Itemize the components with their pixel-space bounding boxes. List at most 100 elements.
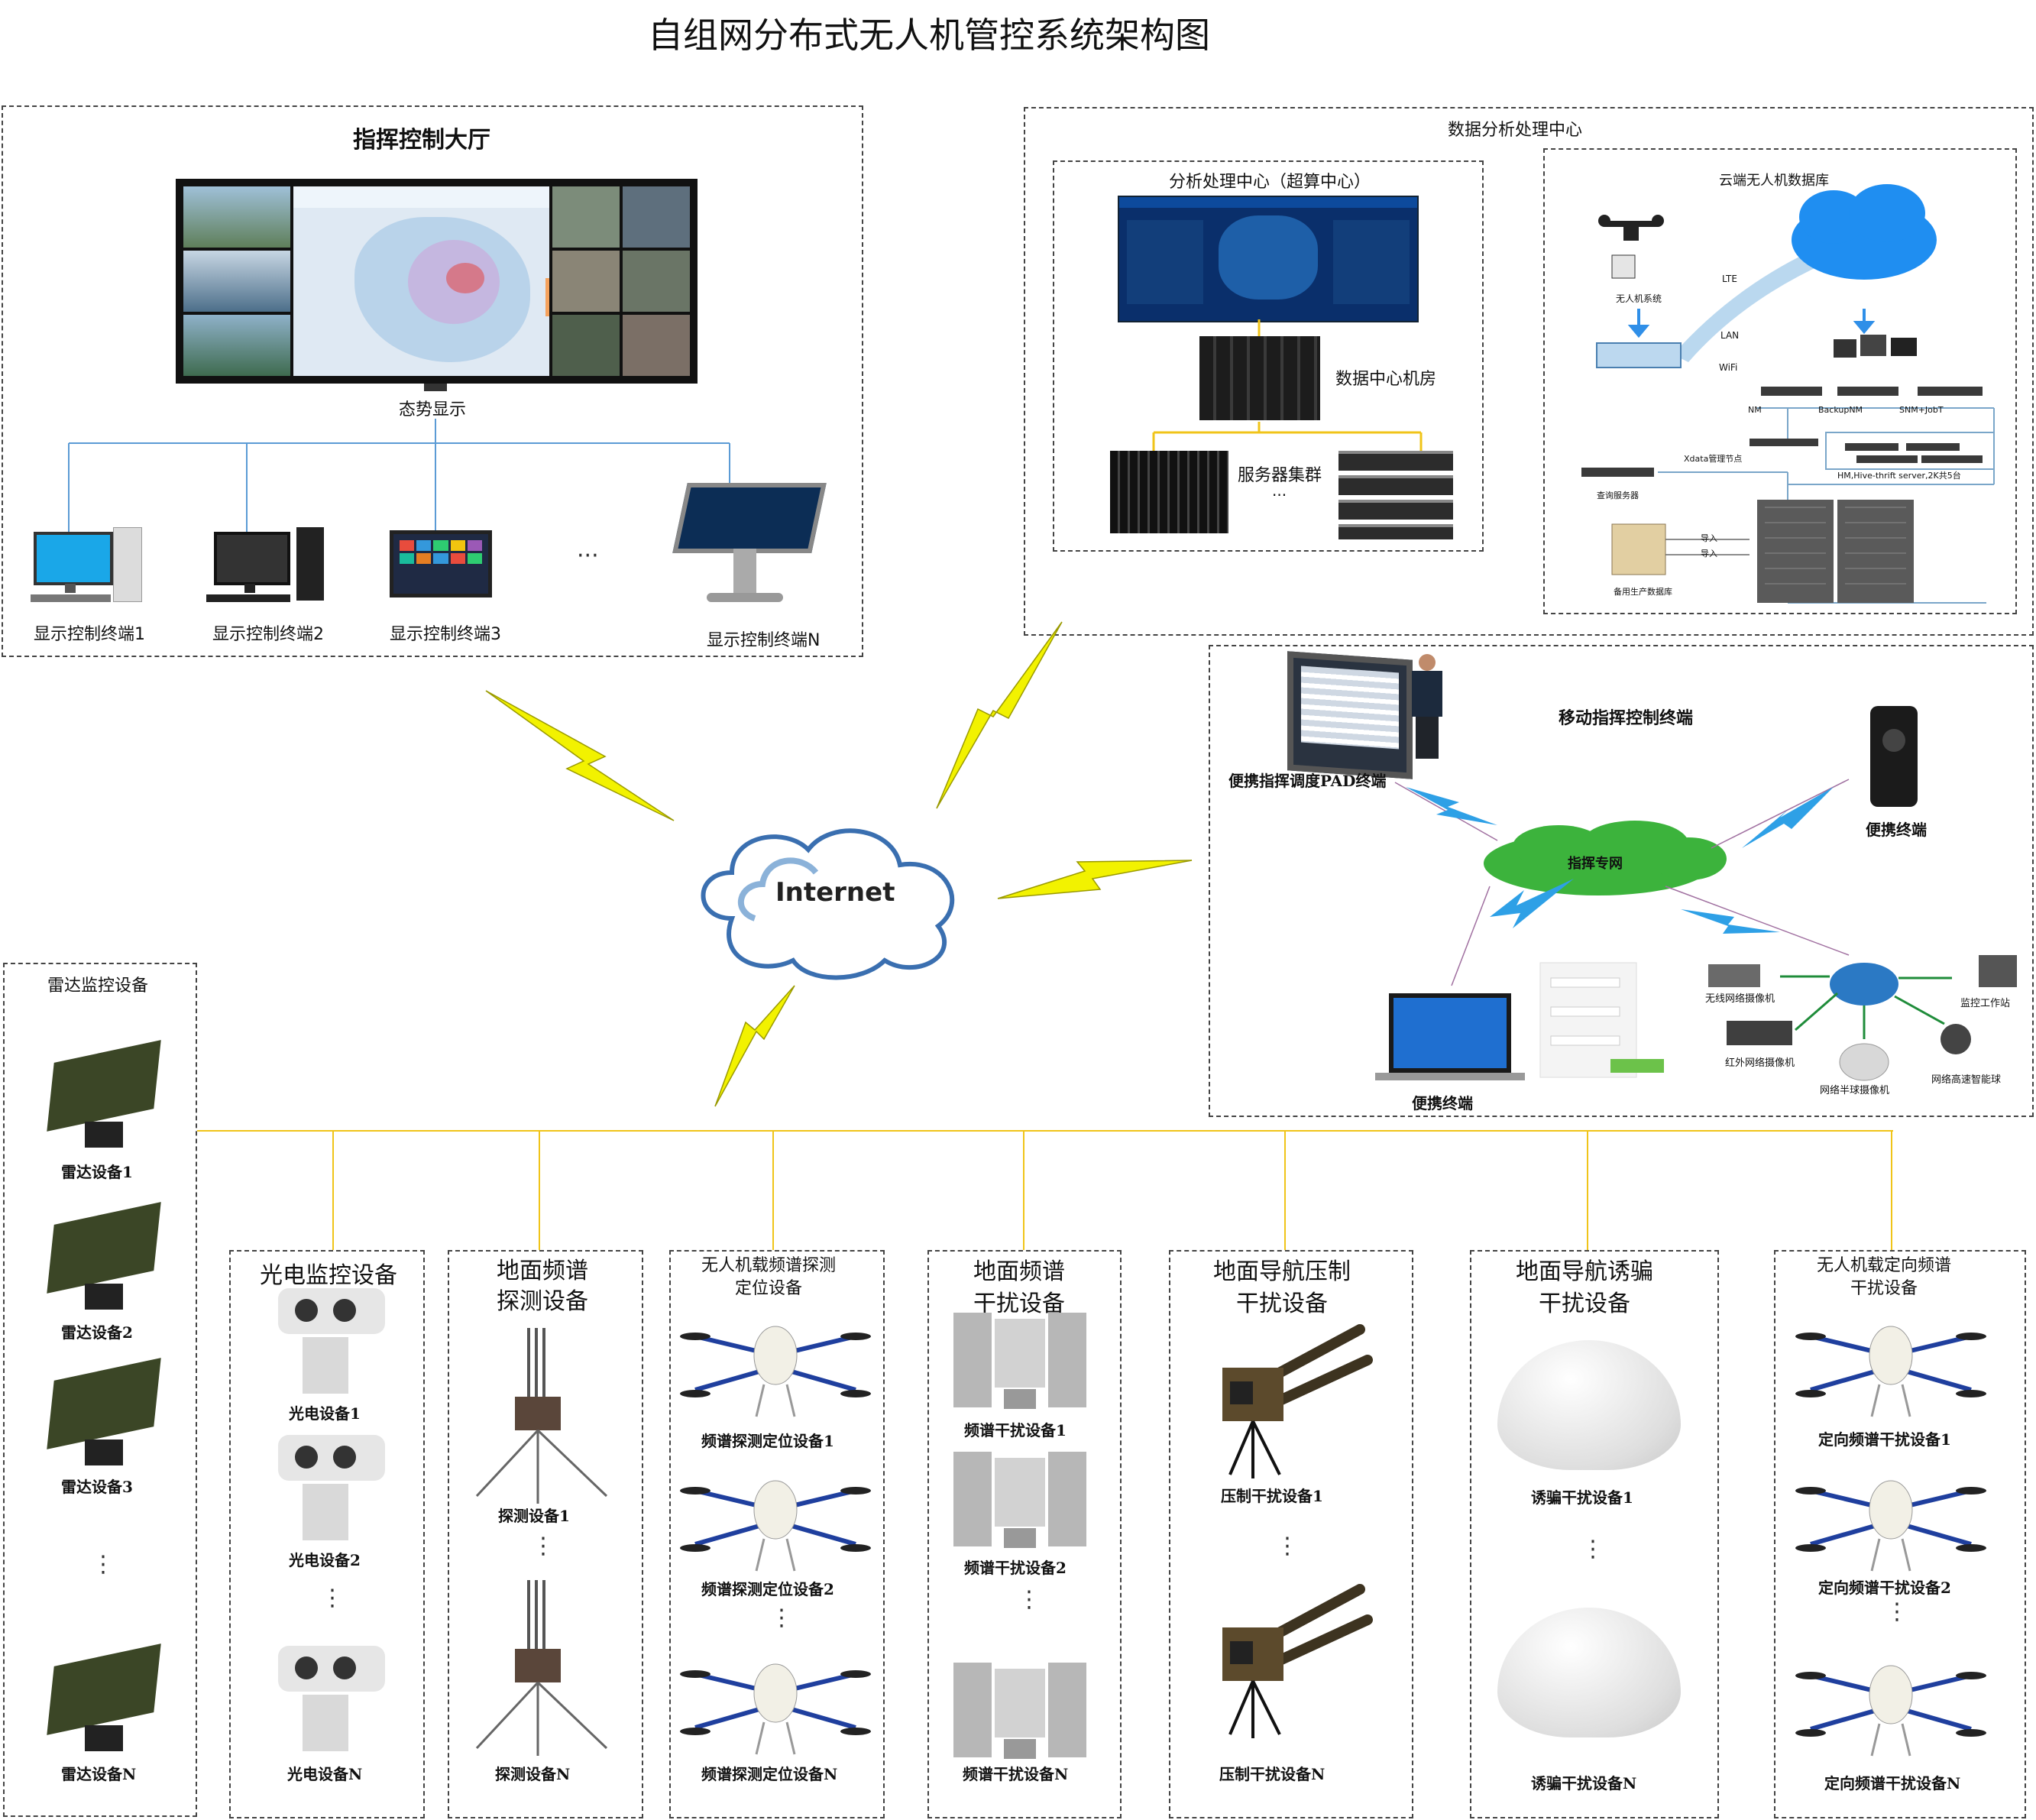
uav-system-label: 无人机系统 xyxy=(1616,293,1662,304)
radar-device-3-label: 雷达设备3 xyxy=(61,1478,133,1496)
spoof-ellipsis: ⋮ xyxy=(1581,1536,1604,1563)
mobile-command-panel xyxy=(1209,645,2034,1117)
backup-db-label: 备用生产数据库 xyxy=(1614,587,1672,597)
jam-device-2-icon xyxy=(953,1452,1086,1550)
node-snm-label: SNM+JobT xyxy=(1899,405,1944,415)
eo-column-panel xyxy=(229,1250,425,1818)
hm-label: HM,Hive-thrift server,2K共5台 xyxy=(1837,471,1961,481)
terminal-label-1: 显示控制终端1 xyxy=(34,625,145,644)
terminals-ellipsis: ··· xyxy=(577,542,599,569)
spoof-device-1-icon xyxy=(1497,1340,1681,1470)
nav-suppress-column-panel xyxy=(1169,1250,1413,1818)
cloud-db-diagram xyxy=(1581,184,1995,604)
rack-server-stack-icon xyxy=(1338,451,1453,539)
analysis-center-title: 分析处理中心（超算中心） xyxy=(1169,173,1371,192)
eo-device-1-label: 光电设备1 xyxy=(289,1404,361,1423)
import-label-1: 导入 xyxy=(1701,533,1717,543)
monitor-station-label: 监控工作站 xyxy=(1960,998,2011,1009)
analysis-center-panel xyxy=(1053,160,1484,552)
node-nm-label: NM xyxy=(1748,405,1762,415)
map-view xyxy=(293,186,549,376)
uav-jam-ellipsis: ⋮ xyxy=(1885,1598,1908,1625)
jam-device-n-icon xyxy=(953,1663,1086,1760)
data-center-title: 数据分析处理中心 xyxy=(1448,121,1583,140)
nav-spoof-column-panel xyxy=(1470,1250,1719,1818)
laptop-terminal-label: 便携终端 xyxy=(1412,1094,1473,1112)
uav-detect-column-title: 无人机载频谱探测 定位设备 xyxy=(701,1256,837,1298)
nav-suppress-column-title: 地面导航压制 干扰设备 xyxy=(1213,1258,1351,1317)
jam-device-1-icon xyxy=(953,1313,1086,1410)
terminal-label-n: 显示控制终端N xyxy=(707,631,821,650)
desktop-terminal-1-icon xyxy=(31,527,153,607)
detect-device-n-label: 探测设备N xyxy=(495,1765,571,1783)
video-wall-stand xyxy=(424,384,447,391)
detect-device-1-label: 探测设备1 xyxy=(498,1507,570,1525)
internet-label: Internet xyxy=(775,877,895,908)
radar-device-n-icon xyxy=(43,1640,161,1754)
eo-device-n-icon xyxy=(272,1641,387,1754)
uav-jam-device-1-label: 定向频谱干扰设备1 xyxy=(1818,1430,1951,1449)
mobile-command-title: 移动指挥控制终端 xyxy=(1559,708,1694,728)
uav-jam-device-1-icon xyxy=(1795,1302,1986,1424)
radar-panel xyxy=(3,963,197,1817)
uav-jam-column-title: 无人机载定向频谱 干扰设备 xyxy=(1817,1256,1952,1298)
command-network-label: 指挥专网 xyxy=(1568,856,1623,872)
kiosk-terminal-n-icon xyxy=(672,483,827,605)
uav-detect-device-n-label: 频谱探测定位设备N xyxy=(701,1765,838,1783)
uav-jam-device-2-label: 定向频谱干扰设备2 xyxy=(1818,1579,1951,1597)
uav-detect-device-1-icon xyxy=(680,1302,871,1424)
uav-detect-device-n-icon xyxy=(680,1640,871,1762)
spoof-device-n-label: 诱骗干扰设备N xyxy=(1531,1774,1637,1792)
desktop-terminal-2-icon xyxy=(206,527,329,607)
eo-device-1-icon xyxy=(272,1284,387,1397)
net-label-lan: LAN xyxy=(1720,330,1740,341)
radar-device-2-label: 雷达设备2 xyxy=(61,1323,133,1342)
eo-device-2-icon xyxy=(272,1430,387,1543)
ground-detect-column-panel xyxy=(448,1250,643,1818)
video-wall-screen xyxy=(176,179,698,384)
net-label-wifi: WiFi xyxy=(1719,362,1738,373)
uav-jam-device-2-icon xyxy=(1795,1456,1986,1579)
blade-server-icon xyxy=(1110,451,1228,533)
presenter-figure-icon xyxy=(1412,654,1442,761)
eo-device-n-label: 光电设备N xyxy=(287,1765,363,1783)
node-backupnm-label: BackupNM xyxy=(1818,405,1863,415)
jam-device-n-label: 频谱干扰设备N xyxy=(963,1765,1069,1783)
spoof-device-n-icon xyxy=(1497,1608,1681,1737)
eo-ellipsis: ⋮ xyxy=(321,1585,344,1611)
dome-camera-label: 网络半球摄像机 xyxy=(1820,1085,1890,1096)
radar-title: 雷达监控设备 xyxy=(47,976,149,996)
pad-terminal-label: 便携指挥调度PAD终端 xyxy=(1228,772,1387,790)
dashboard-screen xyxy=(1118,196,1419,322)
ground-jam-column-title: 地面频谱 干扰设备 xyxy=(973,1258,1065,1317)
server-room-label: 数据中心机房 xyxy=(1335,370,1437,389)
cloud-db-title: 云端无人机数据库 xyxy=(1719,173,1829,189)
internet-cloud xyxy=(701,828,955,980)
uav-jam-device-n-label: 定向频谱干扰设备N xyxy=(1824,1774,1961,1792)
detect-device-n-icon xyxy=(461,1580,622,1756)
suppress-ellipsis: ⋮ xyxy=(1276,1533,1299,1559)
detect-device-1-icon xyxy=(461,1328,622,1504)
tablet-terminal-3-icon xyxy=(390,530,492,599)
uav-jam-device-n-icon xyxy=(1795,1641,1986,1763)
radar-device-1-icon xyxy=(43,1036,161,1151)
server-room-icon xyxy=(1199,336,1320,420)
data-center-panel xyxy=(1024,107,2034,636)
ground-jam-column-panel xyxy=(927,1250,1122,1818)
uav-detect-device-2-icon xyxy=(680,1456,871,1579)
terminal-label-2: 显示控制终端2 xyxy=(212,625,324,644)
diagram-title: 自组网分布式无人机管控系统架构图 xyxy=(648,15,1210,56)
uav-jam-column-panel xyxy=(1774,1250,2026,1818)
uav-detect-device-1-label: 频谱探测定位设备1 xyxy=(701,1432,834,1450)
portable-terminal-camera-icon xyxy=(1870,706,1918,807)
radar-device-n-label: 雷达设备N xyxy=(61,1765,137,1783)
terminal-label-3: 显示控制终端3 xyxy=(390,625,501,644)
cloud-db-panel xyxy=(1543,148,2017,614)
suppress-device-1-label: 压制干扰设备1 xyxy=(1221,1487,1323,1505)
video-feed-left xyxy=(183,186,290,376)
situation-display-label: 态势显示 xyxy=(399,400,467,419)
